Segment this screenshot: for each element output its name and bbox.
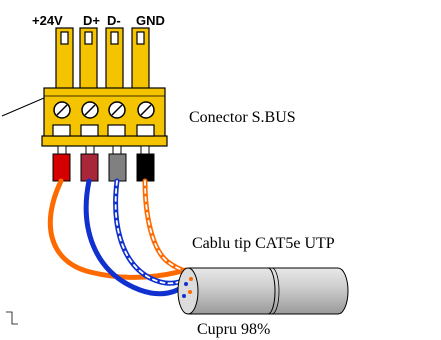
black-wire-sleeve [136, 153, 155, 182]
corner-mark [6, 311, 18, 325]
darkred-wire-sleeve [80, 153, 99, 182]
screw-icon [137, 101, 155, 119]
connector-tabs [55, 27, 150, 91]
copper-caption: Cupru 98% [197, 321, 270, 338]
screw-icon [53, 101, 71, 119]
red-wire-sleeve [52, 153, 71, 182]
pin-label-d-minus: D- [107, 13, 121, 28]
pin-label-24v: +24V [32, 13, 63, 28]
connector-screws [53, 101, 155, 119]
connector-tab-1 [55, 27, 74, 91]
connector-tab-2 [79, 27, 98, 91]
gray-wire-sleeve [108, 153, 127, 182]
cable-jacket [177, 267, 349, 315]
cable-wires [47, 178, 191, 297]
connector-tab-4 [131, 27, 150, 91]
wire-openings [52, 124, 155, 137]
pin-labels: +24V D+ D- GND [32, 13, 165, 28]
pointer-line [1, 97, 45, 117]
orange-wire [47, 178, 189, 280]
screw-icon [81, 101, 99, 119]
blue-wire [83, 178, 191, 297]
pin-label-gnd: GND [136, 13, 165, 28]
orange-white-wire [142, 178, 191, 275]
cable-caption: Cablu tip CAT5e UTP [192, 235, 335, 252]
pin-label-d-plus: D+ [83, 13, 100, 28]
wire-ferrules [52, 145, 155, 182]
screw-icon [108, 101, 126, 119]
connector-caption: Conector S.BUS [189, 109, 296, 126]
connector-tab-3 [105, 27, 124, 91]
